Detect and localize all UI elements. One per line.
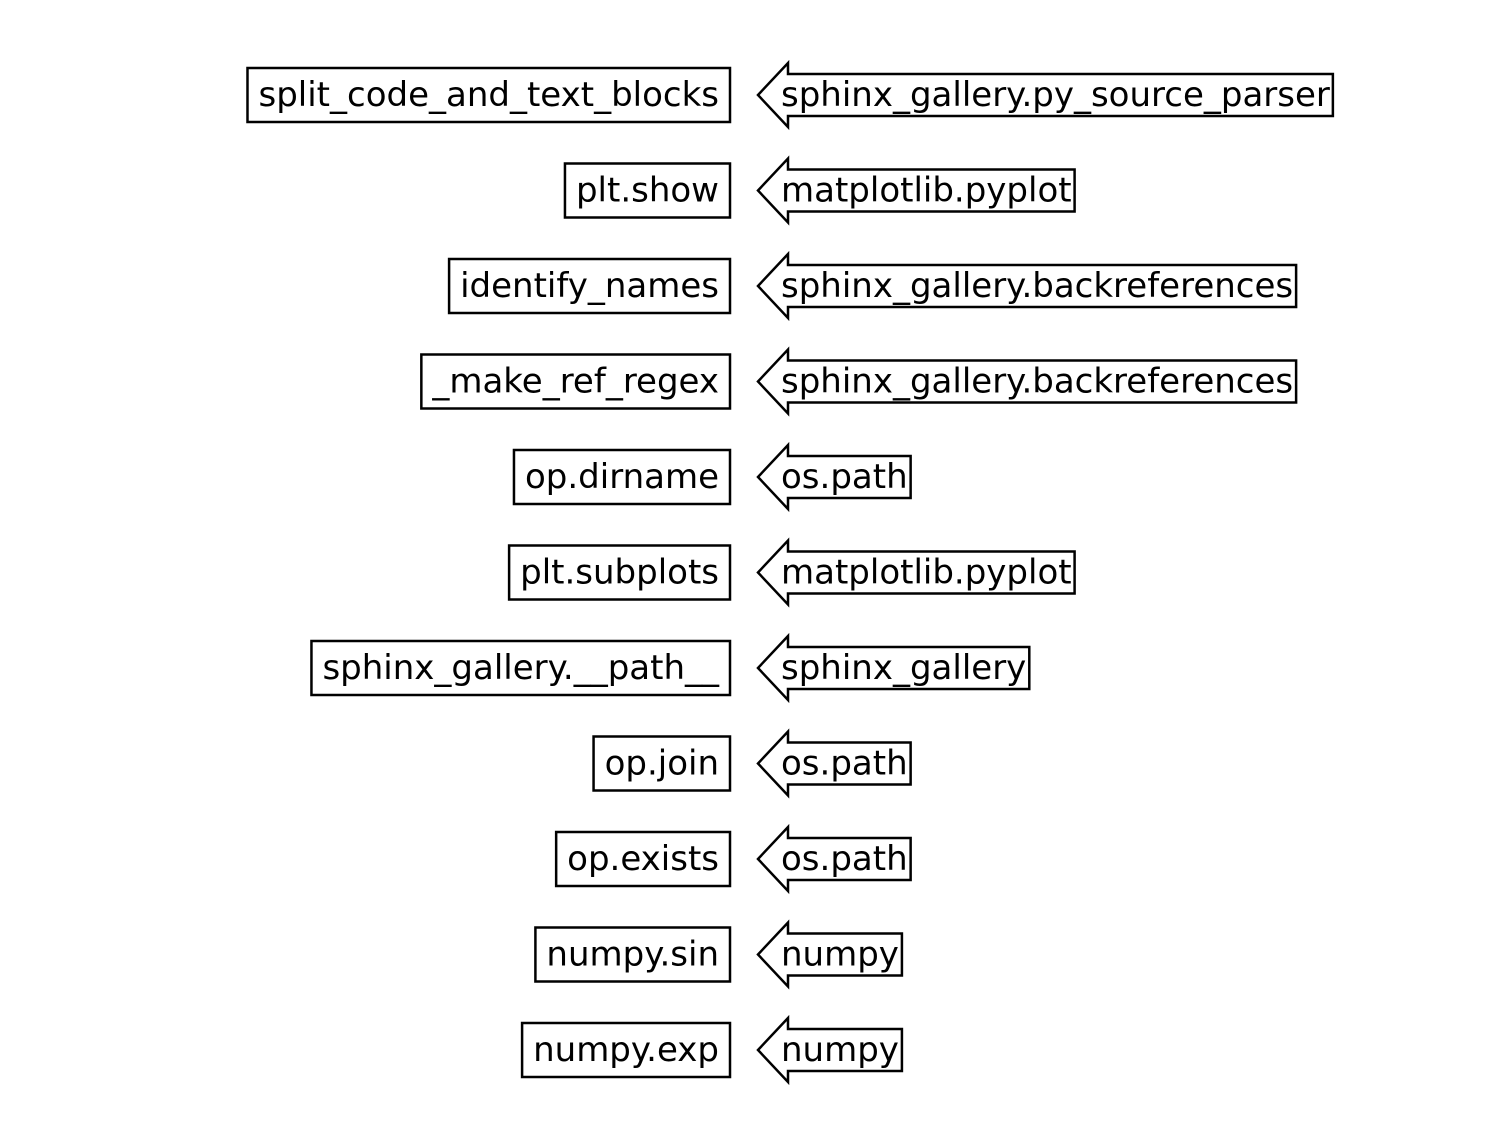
diagram-rows: split_code_and_text_blocks sphinx_gallery…	[246, 59, 1335, 1086]
function-name-label: op.exists	[567, 839, 719, 879]
function-name-box	[563, 162, 732, 219]
module-arrow-box	[756, 441, 912, 513]
function-name-box	[592, 735, 732, 792]
module-name-label: os.path	[781, 744, 908, 784]
module-arrow-box	[756, 919, 904, 990]
module-arrow-box	[756, 250, 1298, 322]
module-name-label: sphinx_gallery.backreferences	[781, 362, 1293, 402]
function-name-box	[420, 353, 732, 410]
function-name-label: _make_ref_regex	[431, 362, 719, 402]
function-name-box	[447, 257, 732, 315]
diagram-row: op.join os.path	[592, 728, 912, 799]
diagram-row: split_code_and_text_blocks sphinx_gallery…	[246, 59, 1335, 131]
function-name-label: split_code_and_text_blocks	[258, 75, 719, 115]
module-arrow-box	[756, 728, 912, 799]
diagram-row: numpy.sin numpy	[534, 919, 904, 990]
diagram-row: op.exists os.path	[554, 823, 912, 895]
module-arrow-box	[756, 59, 1335, 131]
module-arrow-box	[756, 823, 912, 895]
function-name-box	[246, 66, 732, 124]
module-name-label: matplotlib.pyplot	[781, 171, 1072, 211]
function-name-label: op.dirname	[525, 457, 719, 497]
module-name-label: os.path	[781, 839, 908, 879]
function-name-box	[520, 1021, 732, 1079]
diagram-row: _make_ref_regex sphinx_gallery.backrefere…	[420, 346, 1298, 417]
module-name-label: numpy	[781, 1030, 899, 1070]
diagram-row: op.dirname os.path	[512, 441, 912, 513]
function-name-box	[507, 544, 732, 601]
module-arrow-box	[756, 155, 1076, 226]
function-name-label: numpy.exp	[533, 1030, 719, 1070]
function-name-box	[512, 448, 732, 506]
diagram-row: identify_names sphinx_gallery.backreferen…	[447, 250, 1298, 322]
function-name-box	[554, 830, 732, 888]
module-name-label: sphinx_gallery.py_source_parser	[781, 75, 1330, 115]
module-name-label: sphinx_gallery	[781, 648, 1026, 688]
diagram-row: sphinx_gallery.__path__ sphinx_gallery	[310, 632, 1031, 704]
diagram-row: numpy.exp numpy	[520, 1014, 904, 1086]
diagram-row: plt.show matplotlib.pyplot	[563, 155, 1076, 226]
module-name-label: matplotlib.pyplot	[781, 553, 1072, 593]
module-arrow-box	[756, 632, 1031, 704]
module-name-label: numpy	[781, 935, 899, 975]
module-name-label: os.path	[781, 457, 908, 497]
module-arrow-box	[756, 537, 1076, 608]
function-name-label: op.join	[605, 744, 719, 784]
function-name-label: numpy.sin	[546, 935, 719, 975]
module-arrow-box	[756, 346, 1298, 417]
function-name-label: plt.show	[576, 171, 719, 211]
function-name-label: identify_names	[460, 266, 719, 306]
module-arrow-box	[756, 1014, 904, 1086]
diagram-row: plt.subplots matplotlib.pyplot	[507, 537, 1076, 608]
function-name-label: sphinx_gallery.__path__	[322, 648, 720, 688]
module-name-label: sphinx_gallery.backreferences	[781, 266, 1293, 306]
function-name-label: plt.subplots	[520, 553, 719, 593]
function-name-box	[310, 639, 732, 697]
function-name-box	[534, 926, 732, 983]
